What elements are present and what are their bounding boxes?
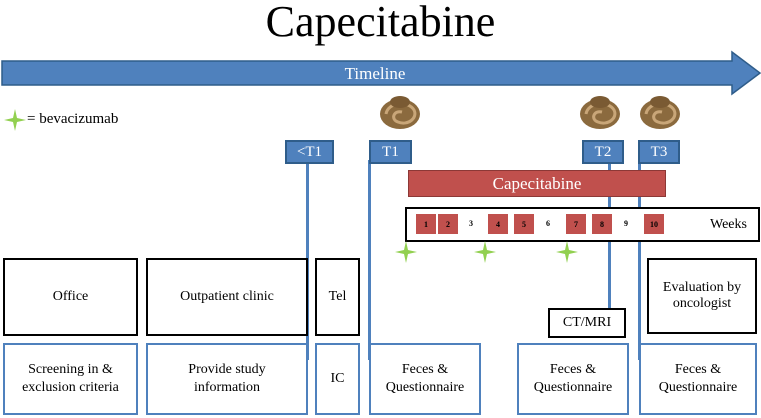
location-office: Office — [3, 258, 138, 336]
diagram-title: Capecitabine — [265, 0, 496, 46]
sample-icon — [380, 96, 420, 129]
timepoint-line — [368, 160, 371, 360]
location-outpatient-clinic: Outpatient clinic — [146, 258, 308, 336]
bevacizumab-star-icon — [556, 241, 578, 263]
week-cell: 10 — [643, 213, 665, 235]
location-evaluation: Evaluation by oncologist — [647, 258, 757, 334]
timeline-arrow — [1, 50, 761, 96]
week-cell: 4 — [487, 213, 509, 235]
bevacizumab-star-icon — [395, 241, 417, 263]
activity-feces-t2: Feces & Questionnaire — [517, 343, 629, 415]
timepoint-pre-t1: <T1 — [285, 140, 334, 164]
sample-icon — [580, 96, 620, 129]
location-tel: Tel — [315, 258, 360, 336]
activity-ic: IC — [315, 343, 360, 415]
timepoint-line — [638, 160, 641, 360]
timeline-label: Timeline — [344, 64, 406, 83]
timepoint-t2: T2 — [582, 140, 624, 164]
week-cell: 2 — [437, 213, 459, 235]
treatment-bar: Capecitabine — [408, 170, 666, 197]
timepoint-t1: T1 — [369, 140, 412, 164]
legend-text: = bevacizumab — [27, 111, 119, 127]
week-cell: 8 — [591, 213, 613, 235]
week-cell: 6 — [546, 219, 550, 228]
week-cell: 3 — [469, 219, 473, 228]
activity-feces-t1: Feces & Questionnaire — [369, 343, 481, 415]
activity-provide-info: Provide study information — [146, 343, 308, 415]
week-cell: 5 — [513, 213, 535, 235]
sample-icon — [640, 96, 680, 129]
weeks-label: Weeks — [710, 217, 747, 232]
activity-feces-t3: Feces & Questionnaire — [639, 343, 757, 415]
star-icon — [4, 109, 26, 131]
weeks-strip: 1 2 3 4 5 6 7 8 9 10 Weeks — [405, 207, 760, 242]
timepoint-t3: T3 — [638, 140, 680, 164]
week-cell: 9 — [624, 219, 628, 228]
week-cell: 7 — [565, 213, 587, 235]
activity-screening: Screening in & exclusion criteria — [3, 343, 138, 415]
week-cell: 1 — [415, 213, 437, 235]
bevacizumab-star-icon — [474, 241, 496, 263]
location-ct-mri: CT/MRI — [548, 308, 626, 338]
